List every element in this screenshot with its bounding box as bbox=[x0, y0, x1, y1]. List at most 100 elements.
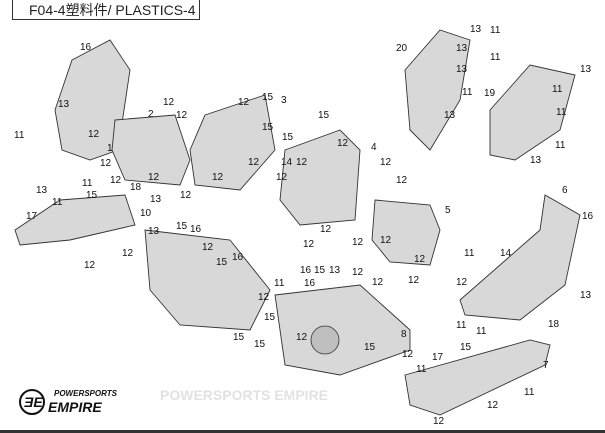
part-8-floor-center bbox=[274, 284, 411, 376]
callout-label: 12 bbox=[258, 292, 270, 303]
part-floor-left bbox=[144, 229, 271, 331]
callout-label: 12 bbox=[337, 138, 349, 149]
callout-label: 15 bbox=[254, 339, 266, 350]
logo-line1: POWERSPORTS bbox=[54, 389, 118, 398]
callout-label: 15 bbox=[262, 122, 274, 133]
callout-label: 12 bbox=[320, 224, 332, 235]
callout-label: 12 bbox=[238, 97, 250, 108]
callout-label: 16 bbox=[300, 265, 312, 276]
callout-label: 13 bbox=[148, 226, 160, 237]
callout-label: 14 bbox=[281, 157, 293, 168]
callout-label: 4 bbox=[371, 142, 377, 153]
callout-label: 15 bbox=[318, 110, 330, 121]
callout-label: 12 bbox=[110, 175, 122, 186]
callout-label: 18 bbox=[548, 319, 560, 330]
powersports-empire-logo: ƎE POWERSPORTS EMPIRE bbox=[19, 389, 118, 415]
callout-label: 15 bbox=[460, 342, 472, 353]
callout-label: 5 bbox=[445, 205, 451, 216]
callout-label: 16 bbox=[304, 278, 316, 289]
callout-label: 13 bbox=[58, 99, 70, 110]
callout-label: 12 bbox=[352, 237, 364, 248]
callout-label: 1 bbox=[107, 143, 113, 154]
callout-label: 13 bbox=[580, 64, 592, 75]
callout-label: 17 bbox=[26, 211, 38, 222]
callout-label: 12 bbox=[414, 254, 426, 265]
callout-label: 15 bbox=[233, 332, 245, 343]
callout-label: 18 bbox=[130, 182, 142, 193]
part-19-front-fender-right bbox=[489, 64, 576, 161]
callout-label: 12 bbox=[396, 175, 408, 186]
part-3-rear-center-panel bbox=[189, 94, 276, 191]
callout-label: 12 bbox=[163, 97, 175, 108]
part-20-front-fender bbox=[404, 29, 471, 151]
callout-label: 12 bbox=[303, 239, 315, 250]
callout-label: 12 bbox=[100, 158, 112, 169]
callout-label: 6 bbox=[562, 185, 568, 196]
callout-label: 15 bbox=[216, 257, 228, 268]
callout-label: 13 bbox=[36, 185, 48, 196]
callout-label: 11 bbox=[462, 87, 473, 98]
part-10-footwell-left bbox=[14, 194, 136, 246]
callout-label: 12 bbox=[296, 332, 308, 343]
callout-label: 16 bbox=[232, 252, 244, 263]
callout-label: 12 bbox=[88, 129, 100, 140]
callout-label: 11 bbox=[416, 364, 427, 375]
callout-label: 11 bbox=[82, 178, 93, 189]
callout-label: 13 bbox=[456, 64, 468, 75]
page-title: F04-4塑料件/ PLASTICS-4 bbox=[12, 0, 200, 20]
callout-label: 15 bbox=[364, 342, 376, 353]
callout-label: 13 bbox=[444, 110, 456, 121]
callout-label: 19 bbox=[484, 88, 496, 99]
part-5-box bbox=[371, 199, 441, 266]
callout-label: 8 bbox=[401, 329, 407, 340]
callout-label: 15 bbox=[314, 265, 326, 276]
callout-label: 12 bbox=[352, 267, 364, 278]
callout-label: 13 bbox=[456, 43, 468, 54]
callout-label: 11 bbox=[476, 326, 487, 337]
callout-label: 11 bbox=[524, 387, 535, 398]
callout-label: 13 bbox=[470, 24, 482, 35]
callout-label: 11 bbox=[556, 107, 567, 118]
callout-label: 12 bbox=[408, 275, 420, 286]
logo-line2: EMPIRE bbox=[48, 399, 102, 415]
callout-label: 10 bbox=[140, 208, 152, 219]
callout-label: 12 bbox=[402, 349, 414, 360]
bottom-border bbox=[0, 430, 605, 433]
callout-label: 12 bbox=[202, 242, 214, 253]
callout-label: 13 bbox=[329, 265, 341, 276]
callout-label: 11 bbox=[52, 197, 63, 208]
watermark-text: POWERSPORTS EMPIRE bbox=[160, 387, 328, 403]
callout-label: 12 bbox=[380, 235, 392, 246]
callout-label: 11 bbox=[464, 248, 475, 259]
callout-label: 3 bbox=[281, 95, 287, 106]
callout-label: 12 bbox=[180, 190, 192, 201]
callout-label: 13 bbox=[580, 290, 592, 301]
callout-label: 11 bbox=[490, 52, 501, 63]
callout-label: 15 bbox=[86, 190, 98, 201]
callout-label: 11 bbox=[490, 25, 501, 36]
part-4-bracket bbox=[279, 129, 361, 226]
callout-label: 11 bbox=[555, 140, 566, 151]
callout-label: 15 bbox=[262, 92, 274, 103]
callout-label: 16 bbox=[582, 211, 594, 222]
part-2-rear-fender-panel bbox=[111, 114, 191, 186]
callout-label: 12 bbox=[372, 277, 384, 288]
callout-label: 15 bbox=[264, 312, 276, 323]
callout-label: 12 bbox=[148, 172, 160, 183]
callout-label: 12 bbox=[122, 248, 134, 259]
callout-label: 11 bbox=[14, 130, 25, 141]
callout-label: 12 bbox=[248, 157, 260, 168]
callout-label: 14 bbox=[500, 248, 512, 259]
callout-label: 15 bbox=[282, 132, 294, 143]
callout-label: 20 bbox=[396, 43, 408, 54]
part-16-side-panel-left bbox=[54, 39, 131, 161]
callout-label: 12 bbox=[487, 400, 499, 411]
callout-label: 11 bbox=[274, 278, 285, 289]
callout-label: 12 bbox=[456, 277, 468, 288]
callout-label: 12 bbox=[380, 157, 392, 168]
callout-label: 17 bbox=[432, 352, 444, 363]
callout-label: 11 bbox=[456, 320, 467, 331]
callout-label: 12 bbox=[433, 416, 445, 427]
